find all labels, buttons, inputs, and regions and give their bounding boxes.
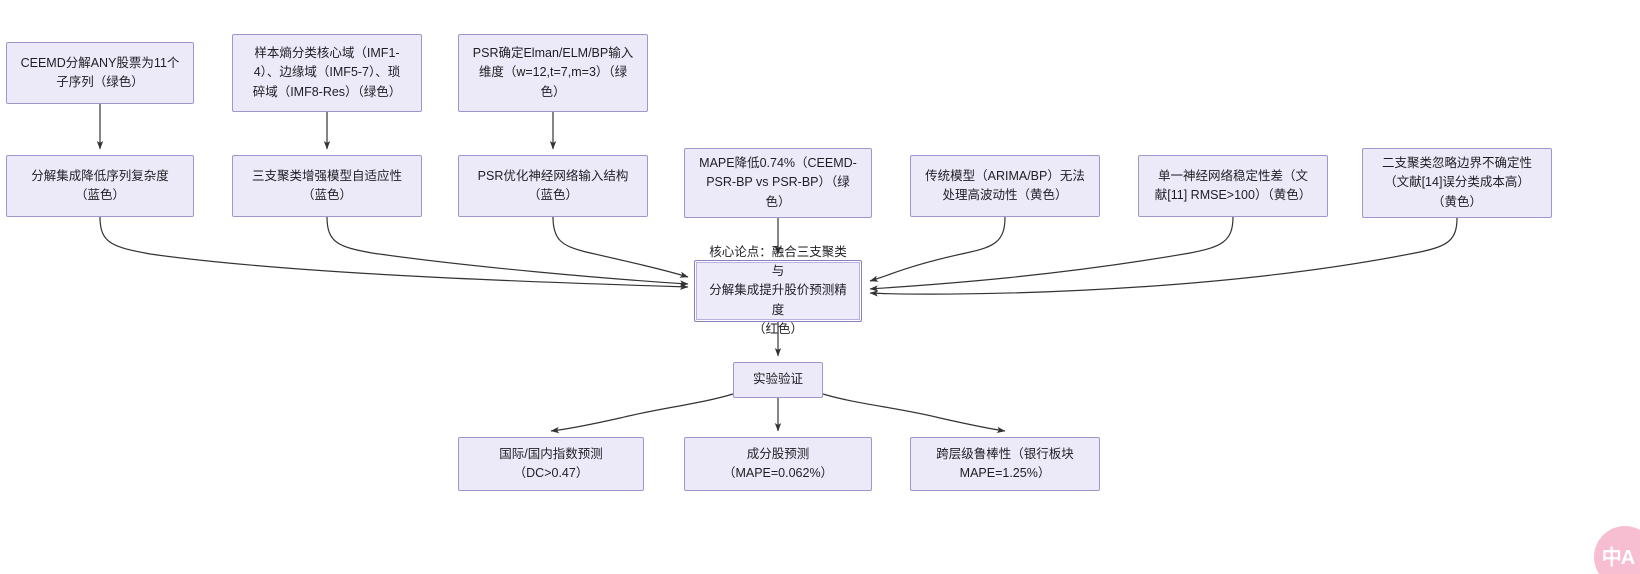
- node-label: 成分股预测 （MAPE=0.062%）: [722, 446, 834, 480]
- node-sample-entropy-classification[interactable]: 样本熵分类核心域（IMF1- 4）、边缘域（IMF5-7）、琐 碎域（IMF8-…: [232, 34, 422, 112]
- node-three-way-clustering-adaptivity[interactable]: 三支聚类增强模型自适应性 （蓝色）: [232, 155, 422, 217]
- node-label: 传统模型（ARIMA/BP）无法 处理高波动性（黄色）: [925, 168, 1085, 202]
- node-experimental-validation[interactable]: 实验验证: [733, 362, 823, 398]
- node-psr-input-dimension[interactable]: PSR确定Elman/ELM/BP输入 维度（w=12,t=7,m=3）（绿 色…: [458, 34, 648, 112]
- node-label: 三支聚类增强模型自适应性 （蓝色）: [251, 168, 402, 202]
- node-label: 实验验证: [752, 372, 803, 387]
- edge-n9-core: [869, 216, 1234, 292]
- edge-n4-core: [99, 216, 689, 290]
- node-label: 核心论点：融合三支聚类与 分解集成提升股价预测精度 （红色）: [709, 244, 847, 337]
- node-mape-reduction[interactable]: MAPE降低0.74%（CEEMD- PSR-BP vs PSR-BP）（绿 色…: [684, 148, 872, 218]
- edge-n8-core: [869, 216, 1006, 282]
- node-label: 样本熵分类核心域（IMF1- 4）、边缘域（IMF5-7）、琐 碎域（IMF8-…: [252, 45, 402, 99]
- watermark-text: 中A: [1601, 546, 1635, 569]
- node-result-constituent-stock-forecast[interactable]: 成分股预测 （MAPE=0.062%）: [684, 437, 872, 491]
- node-label: 单一神经网络稳定性差（文 献[11] RMSE>100）（黄色）: [1154, 168, 1312, 202]
- node-decomposition-reduces-complexity[interactable]: 分解集成降低序列复杂度 （蓝色）: [6, 155, 194, 217]
- node-two-way-clustering-limitation[interactable]: 二支聚类忽略边界不确定性 （文献[14]误分类成本高） （黄色）: [1362, 148, 1552, 218]
- edge-exp-r3: [822, 393, 1006, 434]
- edge-n5-core: [326, 216, 689, 287]
- node-label: 分解集成降低序列复杂度 （蓝色）: [31, 168, 169, 202]
- node-result-index-forecast[interactable]: 国际/国内指数预测 （DC>0.47）: [458, 437, 644, 491]
- node-core-claim[interactable]: 核心论点：融合三支聚类与 分解集成提升股价预测精度 （红色）: [694, 245, 862, 336]
- node-traditional-models-limitation[interactable]: 传统模型（ARIMA/BP）无法 处理高波动性（黄色）: [910, 155, 1100, 217]
- node-label: CEEMD分解ANY股票为11个 子序列（绿色）: [20, 55, 180, 89]
- node-label: 跨层级鲁棒性（银行板块 MAPE=1.25%）: [936, 446, 1074, 480]
- node-psr-optimizes-network-input[interactable]: PSR优化神经网络输入结构 （蓝色）: [458, 155, 648, 217]
- edge-exp-r1: [550, 393, 734, 434]
- node-label: 国际/国内指数预测 （DC>0.47）: [499, 446, 603, 480]
- node-ceemd-decomposition[interactable]: CEEMD分解ANY股票为11个 子序列（绿色）: [6, 42, 194, 104]
- edge-n6-core: [552, 216, 689, 278]
- watermark-badge: 中A: [1594, 526, 1640, 574]
- node-label: PSR确定Elman/ELM/BP输入 维度（w=12,t=7,m=3）（绿 色…: [472, 45, 634, 99]
- edge-n10-core: [869, 217, 1458, 297]
- node-label: MAPE降低0.74%（CEEMD- PSR-BP vs PSR-BP）（绿 色…: [699, 155, 857, 209]
- node-label: PSR优化神经网络输入结构 （蓝色）: [477, 168, 629, 202]
- node-single-network-instability[interactable]: 单一神经网络稳定性差（文 献[11] RMSE>100）（黄色）: [1138, 155, 1328, 217]
- node-result-cross-level-robustness[interactable]: 跨层级鲁棒性（银行板块 MAPE=1.25%）: [910, 437, 1100, 491]
- node-label: 二支聚类忽略边界不确定性 （文献[14]误分类成本高） （黄色）: [1381, 155, 1532, 209]
